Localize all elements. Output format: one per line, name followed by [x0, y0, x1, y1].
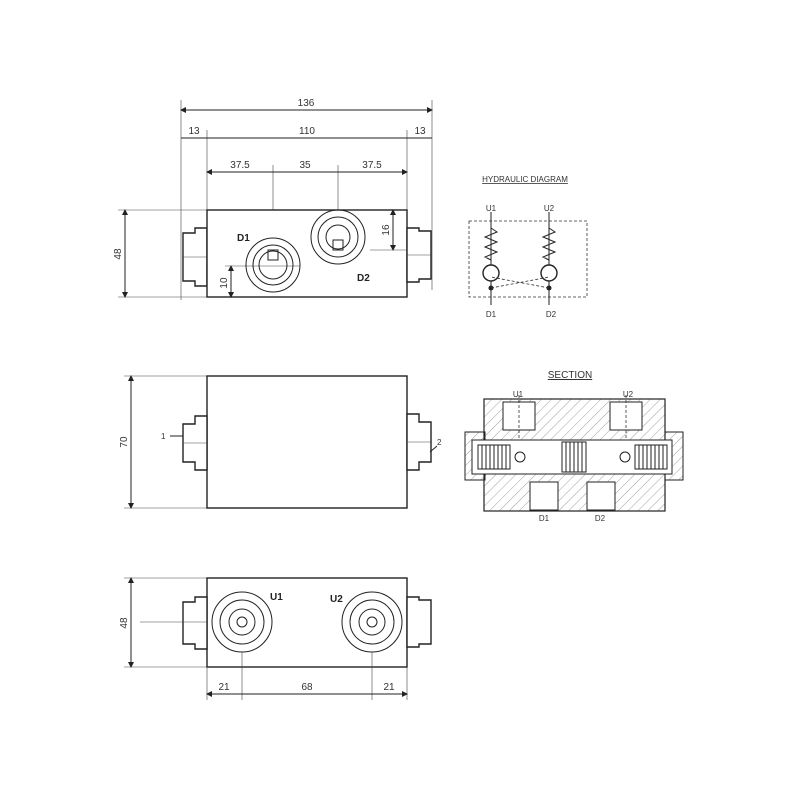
- dim-bottom-height: 48: [119, 617, 130, 629]
- label-port-2: 2: [437, 438, 442, 447]
- label-u2: U2: [330, 594, 343, 605]
- hd-label-u1: U1: [486, 204, 497, 213]
- dim-port-spacing: 35: [299, 160, 311, 171]
- dim-left-u1: 21: [218, 682, 230, 693]
- dim-right-fitting: 13: [414, 126, 426, 137]
- label-u1: U1: [270, 592, 283, 603]
- section-label-u2: U2: [623, 390, 634, 399]
- section-view: SECTION U1 U2 D1 D2: [464, 370, 684, 523]
- section-label-u1: U1: [513, 390, 524, 399]
- dim-overall: 136: [298, 98, 315, 109]
- dim-right-u2: 21: [383, 682, 395, 693]
- side-view: 70 1 2: [119, 375, 442, 509]
- label-port-1: 1: [161, 432, 166, 441]
- dim-d2-offset: 16: [381, 224, 392, 236]
- label-d2: D2: [357, 273, 370, 284]
- hydraulic-diagram-title: HYDRAULIC DIAGRAM: [482, 175, 568, 184]
- port-d1-circle: [245, 237, 301, 293]
- dim-left-port: 37.5: [230, 160, 250, 171]
- label-d1: D1: [237, 233, 250, 244]
- bottom-view: 48 U1 U2 21 68 21: [119, 577, 432, 700]
- dim-u-spacing: 68: [301, 682, 313, 693]
- dim-height: 48: [113, 248, 124, 260]
- section-title: SECTION: [548, 370, 592, 381]
- hd-label-u2: U2: [544, 204, 555, 213]
- port-d2-circle: [310, 209, 366, 265]
- top-view: 136 13 110 13 37.5 35 37.5 48 16 10 D1: [113, 98, 433, 300]
- left-spring: [477, 444, 526, 470]
- dim-d1-offset: 10: [219, 277, 230, 289]
- right-spring: [619, 444, 668, 470]
- dim-side-height: 70: [119, 436, 130, 448]
- hydraulic-diagram: HYDRAULIC DIAGRAM U1 U2 D1 D2: [468, 175, 588, 319]
- dim-right-port: 37.5: [362, 160, 382, 171]
- hd-label-d1: D1: [486, 310, 497, 319]
- section-label-d2: D2: [595, 514, 606, 523]
- dim-left-fitting: 13: [188, 126, 200, 137]
- hd-label-d2: D2: [546, 310, 557, 319]
- dim-body-length: 110: [299, 126, 315, 137]
- section-label-d1: D1: [539, 514, 550, 523]
